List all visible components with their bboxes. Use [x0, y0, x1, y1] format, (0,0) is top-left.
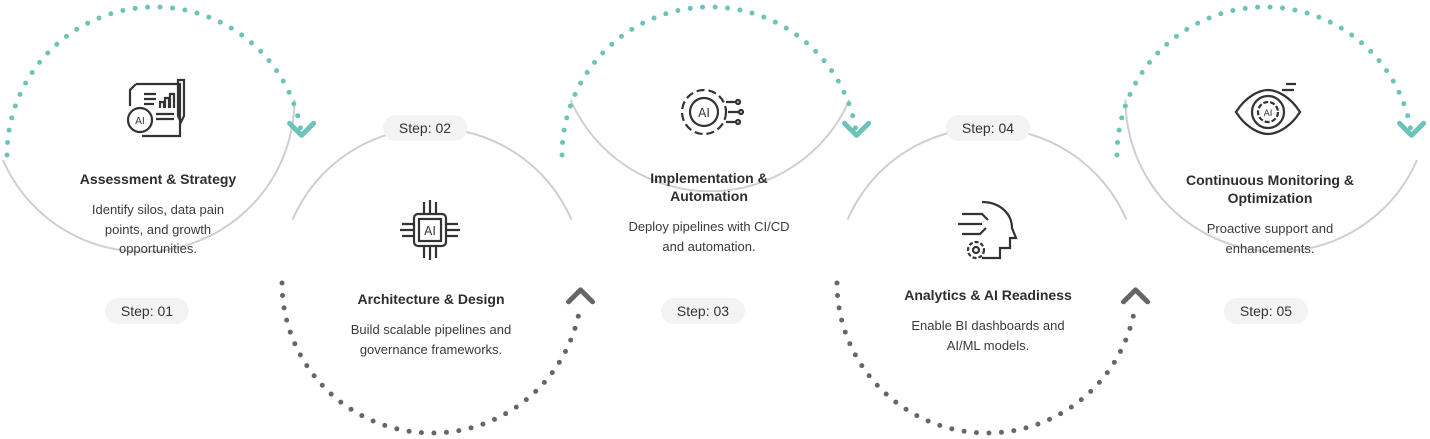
- ai-chip-icon: AI: [394, 194, 466, 266]
- ai-eye-icon: AI: [1232, 76, 1304, 148]
- step-04-pill: Step: 04: [946, 115, 1030, 141]
- connector-line: [2, 99, 296, 253]
- svg-text:AI: AI: [135, 116, 145, 127]
- step-05-description: Proactive support and enhancements.: [1206, 221, 1334, 256]
- step-02-content: Architecture & Design Build scalable pip…: [311, 290, 551, 359]
- chevron-down-icon: [1397, 120, 1427, 138]
- step-01-content: Assessment & Strategy Identify silos, da…: [38, 170, 278, 259]
- step-02-title: Architecture & Design: [357, 291, 505, 307]
- gray-dotted-arc: [834, 280, 1138, 436]
- step-05-pill: Step: 05: [1224, 298, 1308, 324]
- svg-text:AI: AI: [424, 224, 436, 238]
- svg-text:AI: AI: [1264, 109, 1273, 119]
- step-03-content: Implementation & Automation Deploy pipel…: [589, 169, 829, 256]
- chevron-up-icon: [566, 287, 596, 305]
- gray-dotted-arc: [279, 280, 583, 436]
- step-04-description: Enable BI dashboards and AI/ML models.: [911, 318, 1065, 353]
- connector-line: [1124, 99, 1418, 253]
- connector-line: [569, 99, 851, 193]
- chevron-down-icon: [842, 120, 872, 138]
- step-03-pill: Step: 03: [661, 298, 745, 324]
- step-05-title: Continuous Monitoring & Optimization: [1186, 172, 1354, 206]
- ai-report-icon: AI: [122, 72, 194, 144]
- ai-head-icon: [952, 194, 1024, 266]
- step-04-title: Analytics & AI Readiness: [904, 287, 1072, 303]
- step-05-content: Continuous Monitoring & Optimization Pro…: [1150, 171, 1390, 258]
- step-01-pill: Step: 01: [105, 298, 189, 324]
- step-01-description: Identify silos, data pain points, and gr…: [91, 202, 225, 256]
- chevron-up-icon: [1121, 287, 1151, 305]
- step-03-title: Implementation & Automation: [650, 170, 768, 204]
- step-02-pill: Step: 02: [383, 115, 467, 141]
- svg-text:AI: AI: [698, 106, 710, 120]
- chevron-down-icon: [287, 120, 317, 138]
- ai-gear-icon: AI: [672, 76, 745, 148]
- step-03-description: Deploy pipelines with CI/CD and automati…: [628, 219, 790, 254]
- step-01-title: Assessment & Strategy: [79, 171, 237, 187]
- step-02-description: Build scalable pipelines and governance …: [350, 322, 512, 357]
- step-04-content: Analytics & AI Readiness Enable BI dashb…: [868, 286, 1108, 355]
